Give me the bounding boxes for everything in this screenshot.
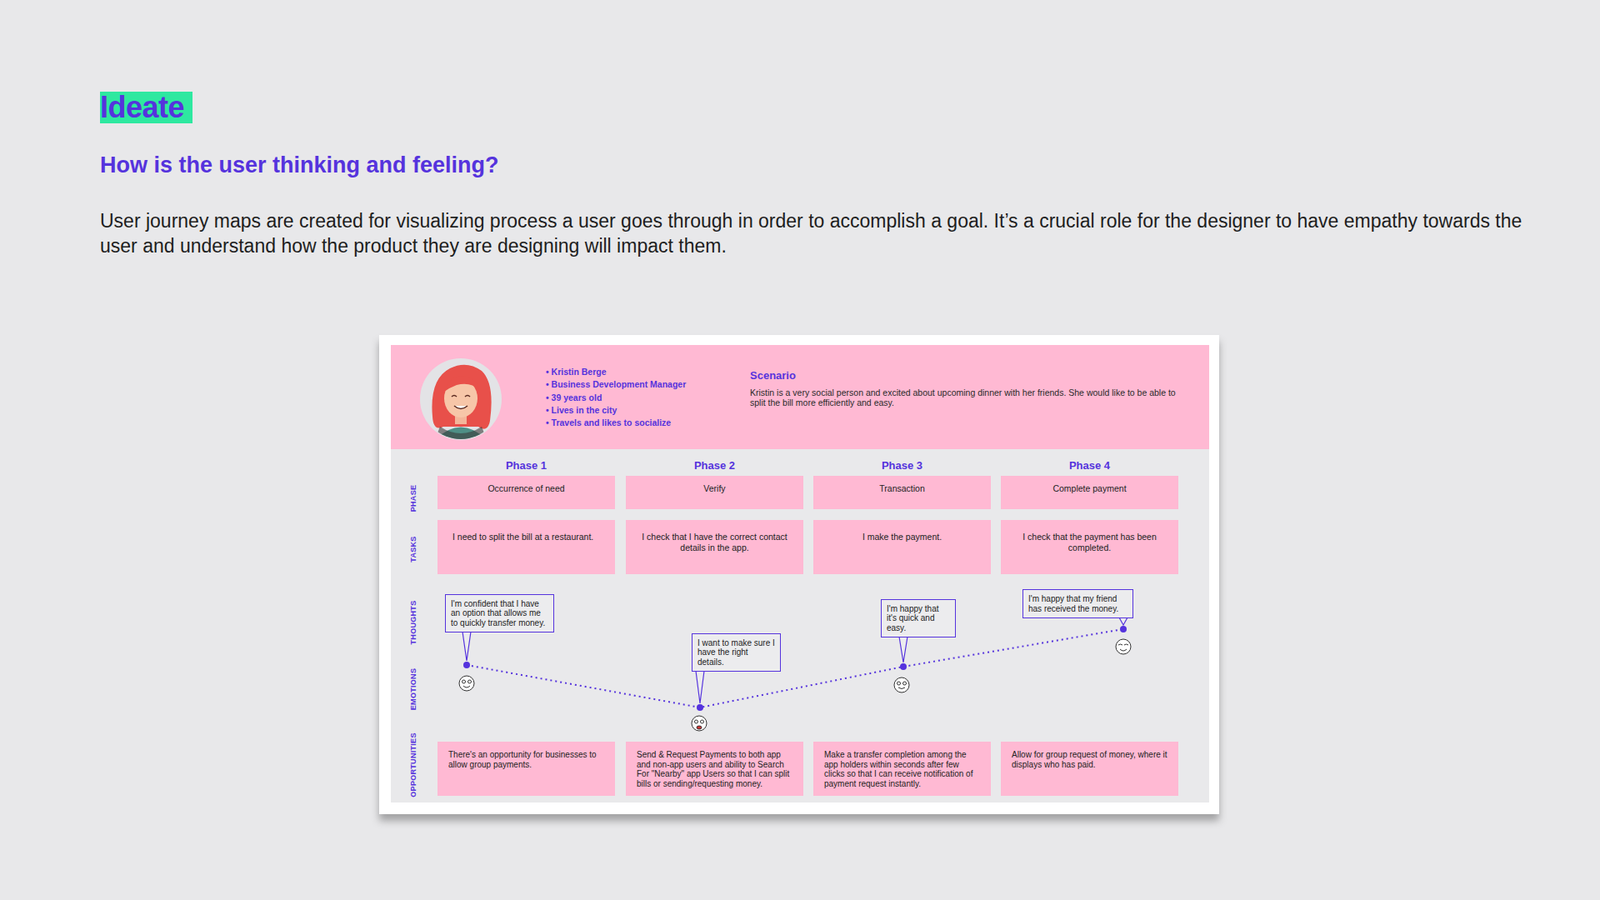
bubble-tail bbox=[695, 670, 705, 704]
phase-box: Phase 1Occurrence of need bbox=[437, 475, 615, 510]
opportunity-box: There's an opportunity for businesses to… bbox=[437, 741, 615, 796]
subtitle: How is the user thinking and feeling? bbox=[100, 151, 500, 179]
task-box: I make the payment. bbox=[813, 520, 991, 575]
opportunity-box: Allow for group request of money, where … bbox=[1000, 741, 1179, 796]
thought-text: I want to make sure I have the right det… bbox=[697, 638, 775, 668]
opportunity-text: There's an opportunity for businesses to… bbox=[448, 750, 605, 770]
phase-name: Verify bbox=[632, 483, 797, 495]
persona-detail: • Lives in the city bbox=[545, 405, 617, 416]
persona-detail: • Kristin Berge bbox=[545, 366, 607, 378]
row-label: THOUGHTS bbox=[409, 600, 418, 645]
title-wrap: Ideate bbox=[100, 91, 193, 124]
task-box: I check that the payment has been comple… bbox=[1000, 520, 1179, 575]
opportunity-text: Make a transfer completion among the app… bbox=[824, 750, 981, 789]
task-box: I need to split the bill at a restaurant… bbox=[437, 520, 615, 575]
task-box: I check that I have the correct contact … bbox=[625, 520, 804, 575]
task-text: I make the payment. bbox=[828, 531, 976, 543]
persona-detail: • Business Development Manager bbox=[545, 379, 686, 390]
thought-text: I'm happy that my friend has received th… bbox=[1028, 594, 1128, 614]
task-text: I check that I have the correct contact … bbox=[640, 531, 789, 553]
opportunity-text: Send & Request Payments to both app and … bbox=[636, 750, 794, 789]
row-label: EMOTIONS bbox=[409, 668, 418, 710]
page-title: Ideate bbox=[100, 91, 193, 124]
task-text: I check that the payment has been comple… bbox=[1015, 531, 1164, 553]
opportunity-box: Make a transfer completion among the app… bbox=[813, 741, 991, 796]
thought-bubble: I'm happy that it's quick and easy. bbox=[880, 599, 956, 639]
persona-detail: • Travels and likes to socialize bbox=[545, 417, 671, 429]
thought-text: I'm confident that I have an option that… bbox=[450, 599, 549, 629]
phase-box: Phase 3Transaction bbox=[813, 475, 991, 510]
phase-name: Transaction bbox=[820, 483, 985, 495]
avatar bbox=[420, 358, 502, 450]
phase-name: Occurrence of need bbox=[444, 483, 609, 495]
phase-heading: Phase 3 bbox=[813, 459, 991, 473]
opportunity-box: Send & Request Payments to both app and … bbox=[625, 741, 804, 796]
row-label: OPPORTUNITIES bbox=[409, 732, 418, 797]
scenario-heading: Scenario bbox=[750, 369, 796, 383]
scenario-text: Kristin is a very social person and exci… bbox=[750, 387, 1184, 408]
persona-header: • Kristin Berge• Business Development Ma… bbox=[390, 345, 1210, 450]
thought-bubble: I'm confident that I have an option that… bbox=[445, 594, 555, 634]
bubble-tails bbox=[462, 617, 1128, 704]
opportunity-text: Allow for group request of money, where … bbox=[1011, 750, 1169, 770]
bubble-tail bbox=[1119, 617, 1128, 625]
row-label: PHASE bbox=[409, 485, 418, 513]
thought-bubble: I'm happy that my friend has received th… bbox=[1022, 589, 1134, 619]
intro-paragraph: User journey maps are created for visual… bbox=[100, 208, 1534, 259]
phase-box: Phase 2Verify bbox=[625, 475, 804, 510]
phase-heading: Phase 1 bbox=[437, 459, 615, 473]
task-text: I need to split the bill at a restaurant… bbox=[452, 531, 600, 543]
thought-bubble: I want to make sure I have the right det… bbox=[691, 633, 781, 673]
bubble-tail bbox=[899, 636, 908, 663]
thought-text: I'm happy that it's quick and easy. bbox=[886, 604, 950, 634]
bubble-tail bbox=[462, 631, 471, 661]
emotion-curve bbox=[463, 625, 1127, 711]
emotion-faces bbox=[459, 639, 1131, 731]
persona-detail: • 39 years old bbox=[545, 392, 602, 404]
phase-name: Complete payment bbox=[1007, 483, 1172, 495]
row-label: TASKS bbox=[409, 535, 418, 562]
phase-heading: Phase 4 bbox=[1000, 459, 1179, 473]
phase-box: Phase 4Complete payment bbox=[1000, 475, 1179, 510]
phase-heading: Phase 2 bbox=[625, 459, 804, 473]
